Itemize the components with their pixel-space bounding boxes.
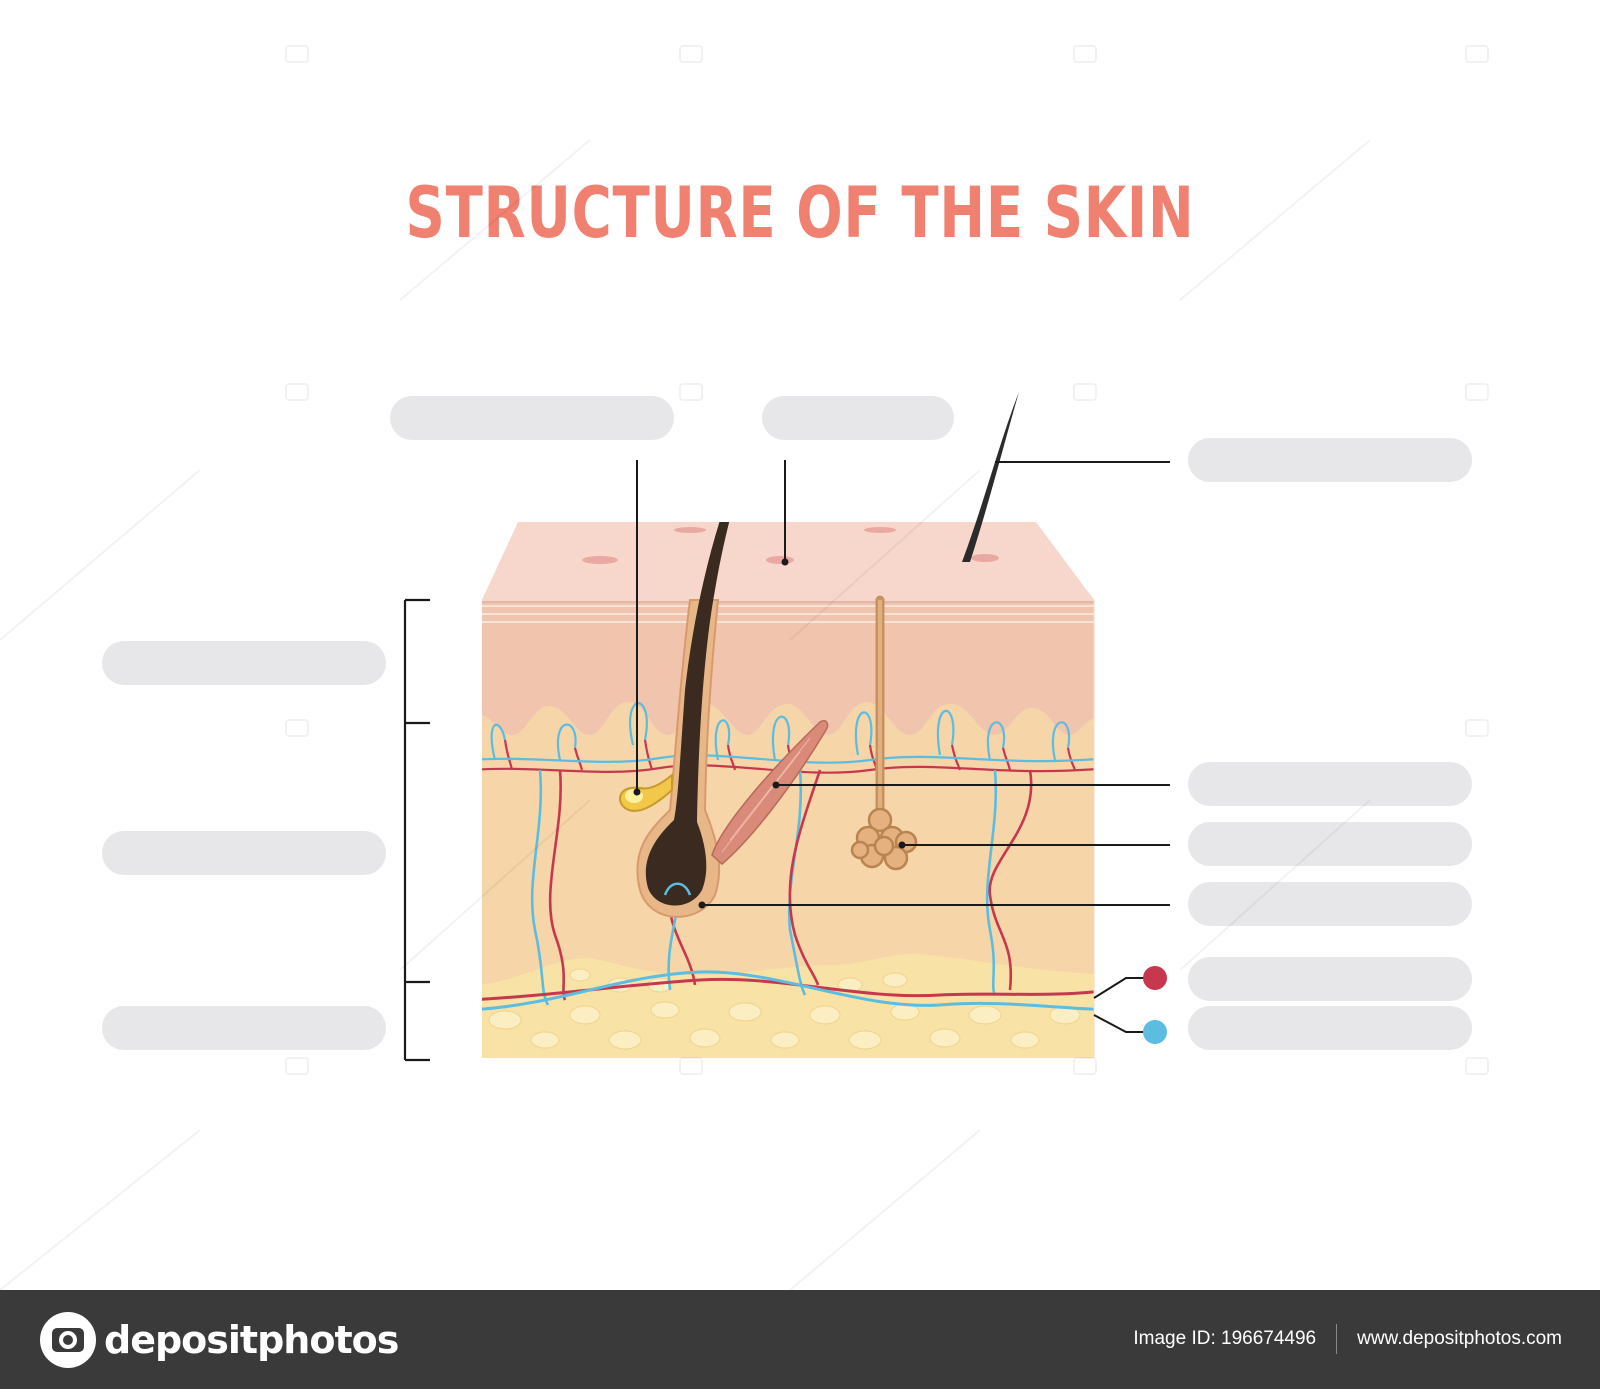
camera-logo-icon: [40, 1312, 96, 1368]
hair-follicle: [636, 522, 755, 918]
divider: [1336, 1324, 1338, 1354]
leader-lines: [636, 460, 1170, 1033]
blank-label-box: [1188, 1006, 1472, 1050]
skin-surface: [482, 522, 1094, 602]
blank-label-box: [1188, 762, 1472, 806]
subcutaneous-fat-layer: [482, 954, 1094, 1058]
skin-cross-section: [482, 522, 1094, 1058]
vein-marker: [1143, 1020, 1167, 1044]
blank-label-box: [1188, 957, 1472, 1001]
blank-label-box: [762, 396, 954, 440]
image-id: Image ID: 196674496: [1133, 1328, 1317, 1349]
blood-vessels: [530, 769, 1033, 1006]
sweat-gland: [850, 595, 918, 871]
blank-label-box: [1188, 822, 1472, 866]
website-link[interactable]: www.depositphotos.com: [1357, 1328, 1562, 1349]
layer-bracket: [403, 598, 430, 1062]
brand-name: depositphotos: [104, 1318, 399, 1362]
footer-meta: Image ID: 196674496 www.depositphotos.co…: [1133, 1324, 1562, 1354]
blank-label-boxes: [102, 396, 1472, 1050]
fat-cells: [488, 968, 1081, 1050]
blank-label-box: [102, 1006, 386, 1050]
blank-label-box: [102, 831, 386, 875]
blank-label-box: [1188, 882, 1472, 926]
brand[interactable]: depositphotos: [40, 1310, 399, 1370]
watermark: [0, 45, 1489, 1291]
epidermis-layer: [482, 590, 1094, 735]
artery-marker: [1143, 966, 1167, 990]
blank-label-box: [390, 396, 674, 440]
blank-label-box: [102, 641, 386, 685]
blank-label-box: [1188, 438, 1472, 482]
page-title: STRUCTURE OF THE SKIN: [405, 172, 1195, 254]
footer-bar: depositphotos Image ID: 196674496 www.de…: [0, 1290, 1600, 1389]
hair-shaft: [962, 392, 1019, 562]
